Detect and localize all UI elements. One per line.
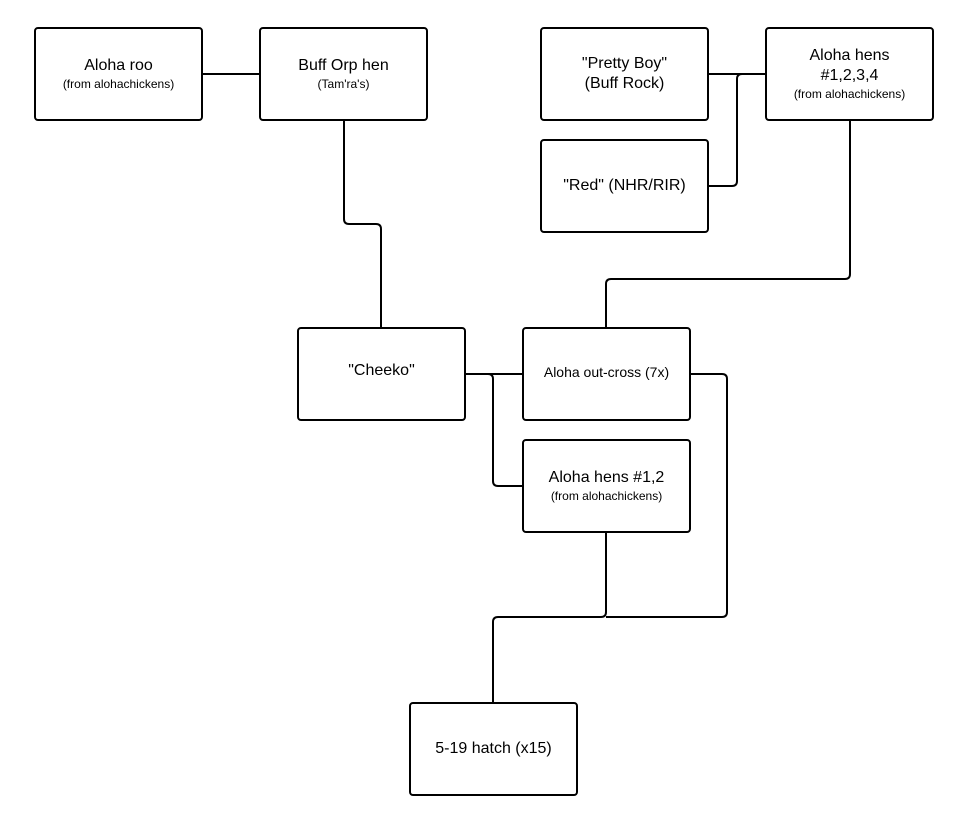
node-subtitle: (from alohachickens) [62, 77, 175, 91]
node-hatch: 5-19 hatch (x15) [409, 702, 578, 796]
connector-aloha-hens-12-hatch [492, 533, 607, 702]
node-title-line1: "Pretty Boy" [581, 55, 668, 72]
node-subtitle: (Tam'ra's) [317, 77, 370, 91]
node-red: "Red" (NHR/RIR) [540, 139, 709, 233]
node-subtitle: (from alohachickens) [550, 489, 663, 503]
node-title-line2: #1,2,3,4 [820, 67, 879, 84]
node-title: 5-19 hatch (x15) [435, 740, 552, 757]
node-aloha-outcross: Aloha out-cross (7x) [522, 327, 691, 421]
connector-outcross-hatch [606, 373, 728, 618]
node-aloha-hens-12: Aloha hens #1,2 (from alohachickens) [522, 439, 691, 533]
node-aloha-roo: Aloha roo (from alohachickens) [34, 27, 203, 121]
connector-cheeko-aloha-hens-12 [487, 373, 522, 487]
node-subtitle: (from alohachickens) [793, 87, 906, 101]
node-cheeko: "Cheeko" [297, 327, 466, 421]
node-title-line2: (Buff Rock) [584, 75, 665, 92]
node-aloha-hens-1234: Aloha hens #1,2,3,4 (from alohachickens) [765, 27, 934, 121]
node-title: "Cheeko" [348, 362, 415, 379]
node-title: "Red" (NHR/RIR) [563, 177, 686, 194]
node-title: Buff Orp hen [298, 57, 389, 74]
connector-buff-orp-cheeko [343, 121, 382, 327]
connector-aloha-hens-outcross [605, 121, 851, 327]
node-title-line1: Aloha hens [809, 47, 890, 64]
node-title: Aloha out-cross (7x) [543, 364, 670, 380]
node-title: Aloha hens #1,2 [548, 469, 665, 486]
connector-red-aloha-hens [709, 73, 743, 187]
node-buff-orp-hen: Buff Orp hen (Tam'ra's) [259, 27, 428, 121]
node-title: Aloha roo [84, 57, 153, 74]
node-pretty-boy: "Pretty Boy" (Buff Rock) [540, 27, 709, 121]
